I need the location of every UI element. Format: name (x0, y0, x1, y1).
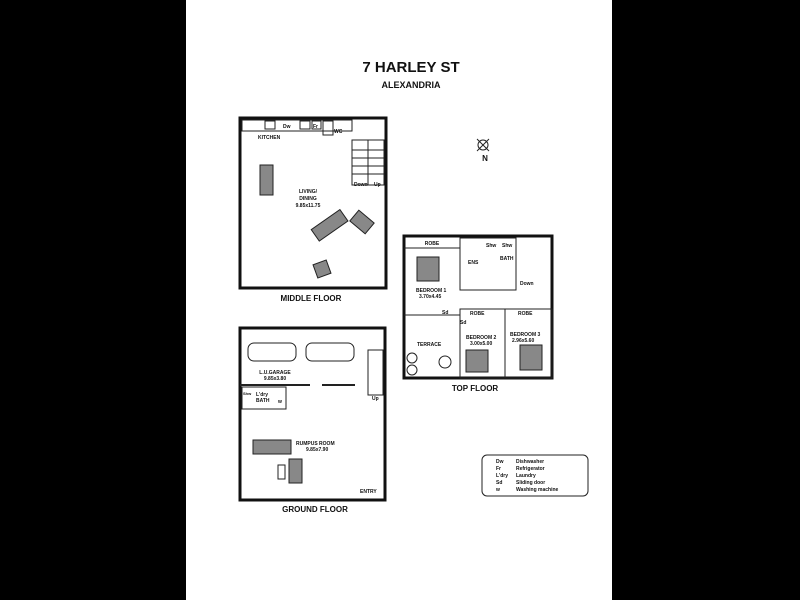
ground-floor-plan: L.U.GARAGE 9.85x3.80 Up Shw L'dry BATH w… (238, 326, 387, 502)
living-label: LIVING/ (299, 189, 318, 195)
legend-meaning: Dishwasher (516, 459, 544, 465)
bedroom3-label: BEDROOM 3 (510, 332, 541, 338)
shower-label: Shw (486, 243, 496, 249)
rumpus-size-label: 9.85x7.90 (306, 447, 328, 453)
robe-label: ROBE (470, 311, 485, 317)
legend-abbr: Sd (496, 480, 502, 486)
kitchen-label: KITCHEN (258, 135, 281, 141)
rumpus-label: RUMPUS ROOM (296, 441, 335, 447)
north-label: N (482, 154, 488, 163)
bedroom2-label: BEDROOM 2 (466, 335, 497, 341)
property-suburb: ALEXANDRIA (381, 80, 441, 90)
wc-label: WC (334, 129, 343, 135)
stairs-up-label: Up (372, 396, 379, 402)
legend-abbr: w (495, 487, 500, 493)
property-title: 7 HARLEY ST (362, 59, 459, 76)
legend-abbr: Dw (496, 459, 504, 465)
car-icon (305, 342, 355, 362)
dining-table-icon (259, 164, 274, 196)
robe-label: ROBE (518, 311, 533, 317)
middle-floor-plan: Dw Fr WC KITCHEN Down Up LIVING/ DINING … (238, 116, 388, 290)
sliding-door-label: Sd (442, 310, 448, 316)
ground-floor-label: GROUND FLOOR (282, 505, 348, 514)
legend-meaning: Refrigerator (516, 466, 545, 472)
legend-meaning: Washing machine (516, 487, 559, 493)
stairs-up-label: Up (374, 182, 381, 188)
bedroom1-size-label: 3.70x4.45 (419, 294, 441, 300)
bed-icon (416, 256, 440, 282)
garage-label: L.U.GARAGE (259, 370, 291, 376)
car-icon (247, 342, 297, 362)
dishwasher-label: Dw (283, 124, 291, 130)
legend-meaning: Sliding door (516, 480, 545, 486)
stairs-down-label: Down (354, 182, 368, 188)
bedroom3-size-label: 2.96x5.60 (512, 338, 534, 344)
bed-icon (465, 349, 489, 373)
stairs-down-label: Down (520, 281, 534, 287)
bedroom1-label: BEDROOM 1 (416, 288, 447, 294)
fridge-label: Fr (313, 124, 318, 130)
sliding-door-label: Sd (460, 320, 466, 326)
terrace-label: TERRACE (417, 342, 442, 348)
garage-size-label: 9.85x3.80 (264, 376, 286, 382)
robe-label: ROBE (425, 241, 440, 247)
legend-meaning: Laundry (516, 473, 536, 479)
legend-abbr: L'dry (496, 473, 508, 479)
middle-floor-label: MIDDLE FLOOR (281, 294, 342, 303)
coffee-table-icon (277, 464, 286, 480)
compass-icon (476, 138, 490, 152)
ensuite-label: ENS (468, 260, 479, 266)
sofa-icon (310, 208, 349, 242)
top-floor-plan: ROBE Shw Shw ENS BATH Down BEDROOM 1 3.7… (402, 234, 554, 380)
living-size-label: 9.85x11.75 (296, 203, 321, 209)
dining-label: DINING (299, 196, 317, 202)
bath-label: BATH (256, 398, 270, 404)
entry-label: ENTRY (360, 489, 377, 495)
sofa-icon (288, 458, 303, 484)
washing-machine-label: w (277, 399, 282, 405)
bedroom2-size-label: 3.00x5.00 (470, 341, 492, 347)
armchair-icon (312, 259, 332, 279)
shower-label: Shw (243, 391, 252, 396)
sofa-icon (349, 209, 375, 235)
bed-icon (519, 344, 543, 371)
sofa-icon (252, 439, 292, 455)
bath-label: BATH (500, 256, 514, 262)
legend: Dw Dishwasher Fr Refrigerator L'dry Laun… (481, 454, 589, 497)
laundry-label: L'dry (256, 392, 268, 398)
top-floor-label: TOP FLOOR (452, 384, 499, 393)
legend-abbr: Fr (496, 466, 501, 472)
shower-label: Shw (502, 243, 512, 249)
